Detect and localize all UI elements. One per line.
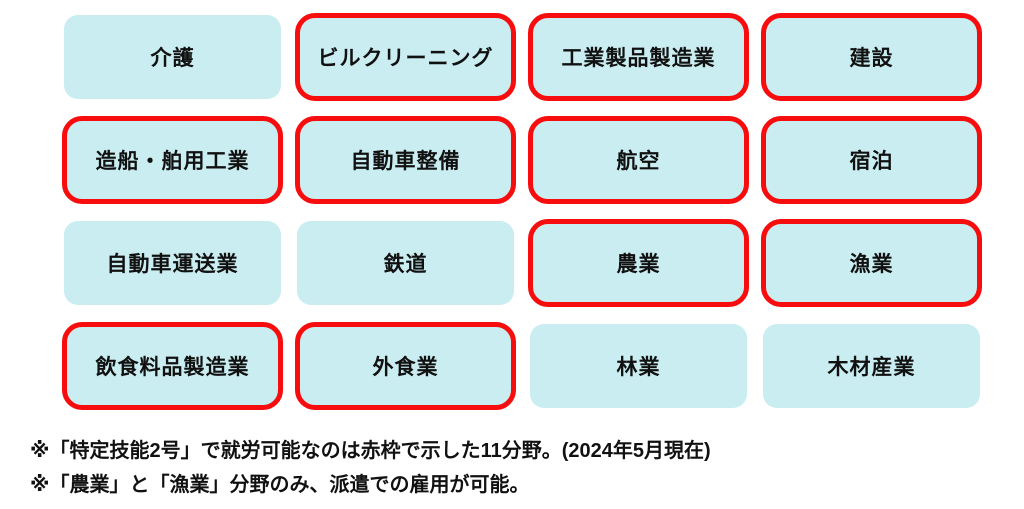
industry-box-15: 林業 — [530, 324, 747, 408]
footnote-line-1: ※「特定技能2号」で就労可能なのは赤枠で示した11分野。(2024年5月現在) — [30, 440, 711, 462]
industry-box-11: 農業 — [528, 219, 749, 307]
industry-box-16: 木材産業 — [763, 324, 980, 408]
industry-box-label: 外食業 — [372, 356, 439, 379]
industry-box-label: 漁業 — [849, 253, 894, 276]
industry-box-label: ビルクリーニング — [317, 47, 494, 70]
industry-box-label: 鉄道 — [383, 253, 428, 276]
industry-box-13: 飲食料品製造業 — [62, 322, 283, 410]
footnotes: ※「特定技能2号」で就労可能なのは赤枠で示した11分野。(2024年5月現在) … — [30, 434, 711, 502]
industry-box-1: 介護 — [64, 15, 281, 99]
industry-box-7: 航空 — [528, 116, 749, 204]
industry-grid: 介護 ビルクリーニング 工業製品製造業 建設 造船・舶用工業 自動車整備 航空 … — [62, 13, 982, 410]
industry-box-5: 造船・舶用工業 — [62, 116, 283, 204]
industry-box-label: 木材産業 — [827, 356, 916, 379]
industry-box-label: 林業 — [616, 356, 661, 379]
industry-box-label: 宿泊 — [849, 150, 894, 173]
industry-box-label: 自動車整備 — [350, 150, 461, 173]
footnote-line-2: ※「農業」と「漁業」分野のみ、派遣での雇用が可能。 — [30, 474, 530, 496]
industry-box-9: 自動車運送業 — [64, 221, 281, 305]
industry-box-label: 自動車運送業 — [106, 253, 239, 276]
industry-box-14: 外食業 — [295, 322, 516, 410]
industry-box-label: 建設 — [849, 47, 894, 70]
industry-box-3: 工業製品製造業 — [528, 13, 749, 101]
industry-box-label: 飲食料品製造業 — [95, 356, 250, 379]
industry-box-label: 農業 — [616, 253, 661, 276]
industry-box-label: 介護 — [150, 47, 195, 70]
industry-box-2: ビルクリーニング — [295, 13, 516, 101]
industry-box-label: 造船・舶用工業 — [95, 150, 250, 173]
industry-box-label: 航空 — [616, 150, 661, 173]
industry-box-10: 鉄道 — [297, 221, 514, 305]
industry-box-label: 工業製品製造業 — [561, 47, 716, 70]
industry-box-4: 建設 — [761, 13, 982, 101]
industry-box-12: 漁業 — [761, 219, 982, 307]
industry-box-8: 宿泊 — [761, 116, 982, 204]
industry-box-6: 自動車整備 — [295, 116, 516, 204]
